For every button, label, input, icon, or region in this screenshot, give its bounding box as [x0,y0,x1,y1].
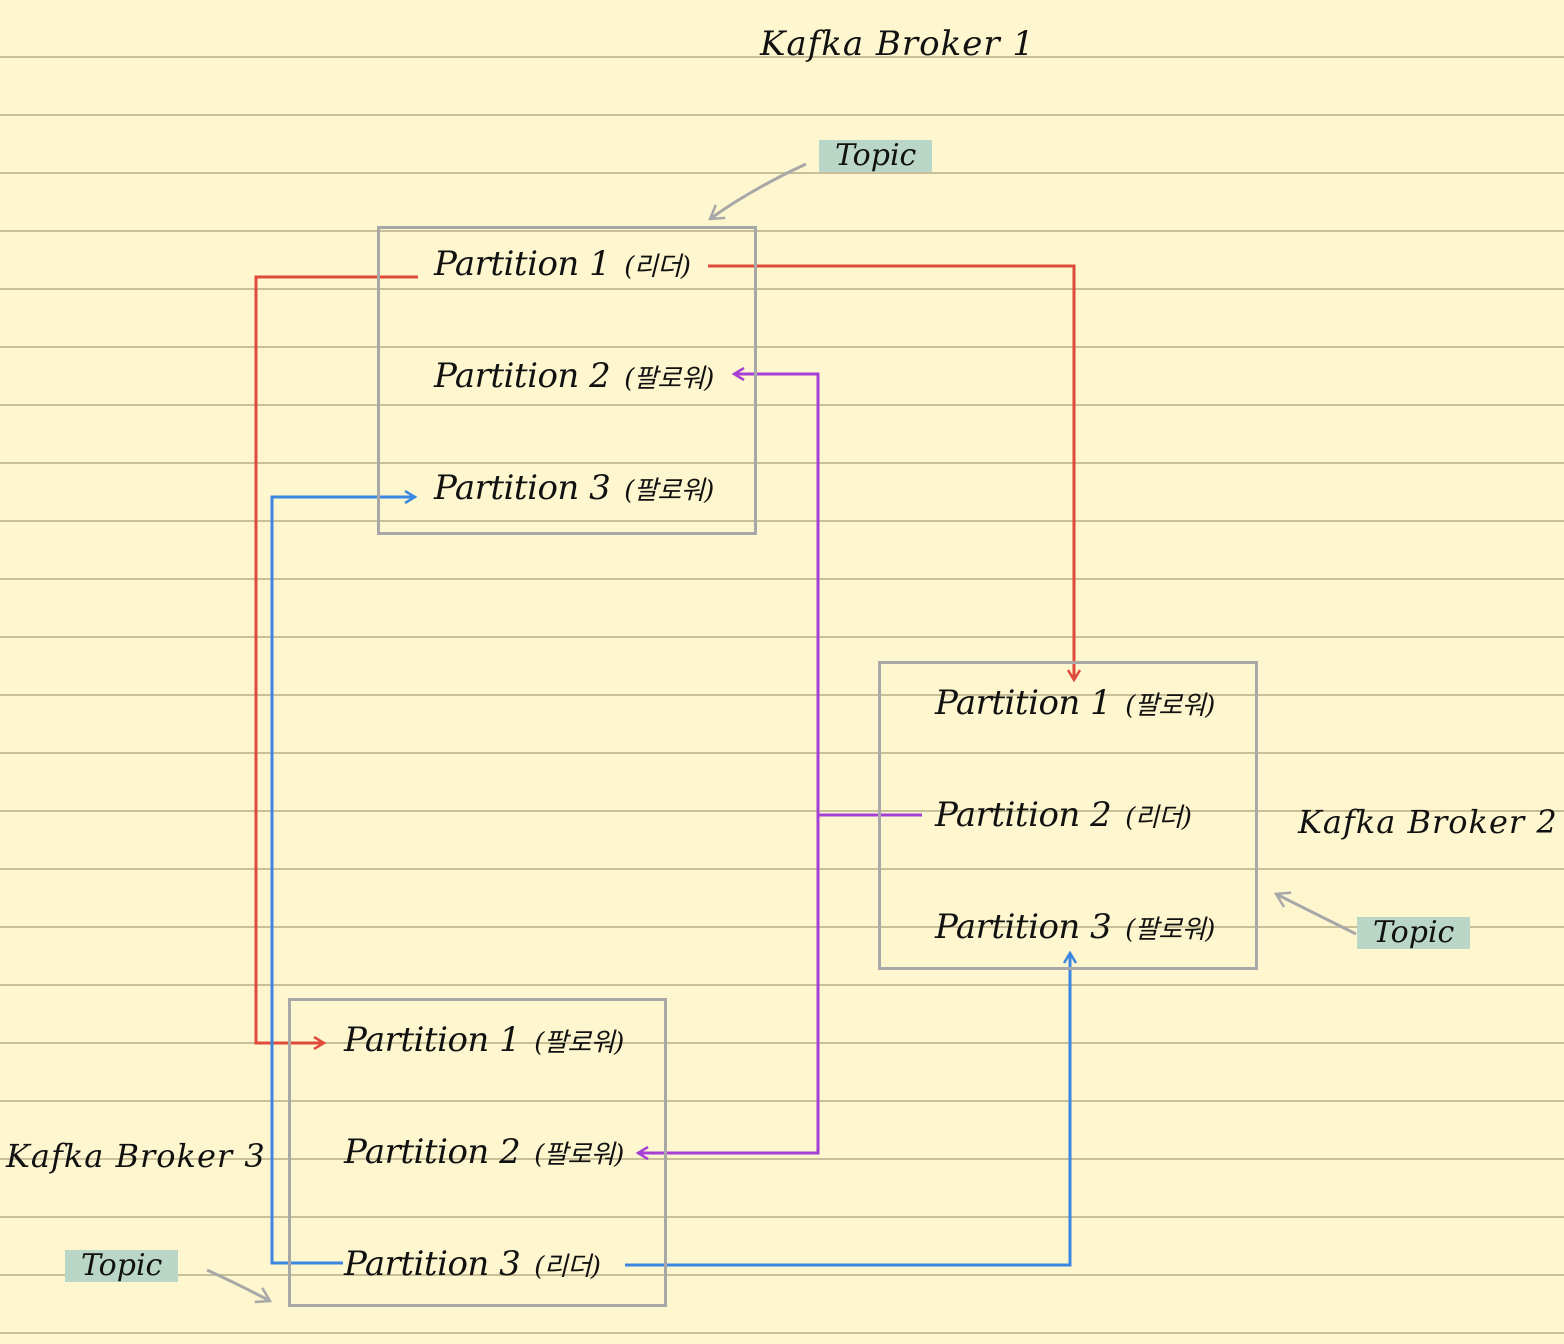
p3-to-broker1-arrow [270,497,415,1265]
topic-pointers [206,162,1357,1301]
p3-to-broker2-arrow [625,953,1070,1267]
p2-to-broker3-arrow [638,815,820,1153]
broker3-partition3: Partition 3 (리더) [344,1244,601,1284]
partition-name: Partition 2 [344,1132,521,1172]
partition-role: (팔로워) [1125,691,1215,721]
broker3-topic-tag: Topic [65,1250,179,1282]
partition-name: Partition 3 [344,1244,521,1284]
broker3-title: Kafka Broker 3 [6,1137,266,1175]
broker2-title: Kafka Broker 2 [1298,803,1558,841]
broker2-partition2: Partition 2 (리더) [935,795,1192,835]
broker2-topic-tag: Topic [1357,917,1471,949]
broker2-box [878,661,1258,970]
partition-name: Partition 2 [935,795,1112,835]
partition-role: (리더) [1125,803,1192,833]
broker1-partition1: Partition 1 (리더) [434,244,691,284]
partition-name: Partition 1 [935,683,1112,723]
partition-role: (팔로워) [534,1140,624,1170]
partition-role: (팔로워) [624,364,714,394]
broker2-partition1: Partition 1 (팔로워) [935,683,1215,723]
broker3-box [288,998,667,1307]
partition2-replication [638,374,922,1153]
partition-role: (팔로워) [534,1028,624,1058]
topic-pointer-broker2 [1276,894,1357,936]
partition-name: Partition 2 [434,356,611,396]
broker3-partition2: Partition 2 (팔로워) [344,1132,624,1172]
partition-role: (리더) [534,1252,601,1282]
partition3-replication [270,497,1070,1267]
partition-name: Partition 1 [434,244,611,284]
partition-name: Partition 3 [434,468,611,508]
topic-pointer-broker3 [206,1268,270,1301]
broker3-partition1: Partition 1 (팔로워) [344,1020,624,1060]
broker1-title: Kafka Broker 1 [760,24,1036,64]
partition-role: (리더) [624,252,691,282]
partition-name: Partition 1 [344,1020,521,1060]
broker1-partition2: Partition 2 (팔로워) [434,356,714,396]
broker2-partition3: Partition 3 (팔로워) [935,907,1215,947]
partition-name: Partition 3 [935,907,1112,947]
partition-role: (팔로워) [624,476,714,506]
broker1-topic-tag: Topic [819,140,933,172]
p1-to-broker2-arrow [708,264,1074,680]
partition-role: (팔로워) [1125,915,1215,945]
p2-to-broker1-arrow [734,374,922,817]
topic-pointer-broker1 [710,162,807,219]
broker1-box [377,226,757,535]
broker1-partition3: Partition 3 (팔로워) [434,468,714,508]
